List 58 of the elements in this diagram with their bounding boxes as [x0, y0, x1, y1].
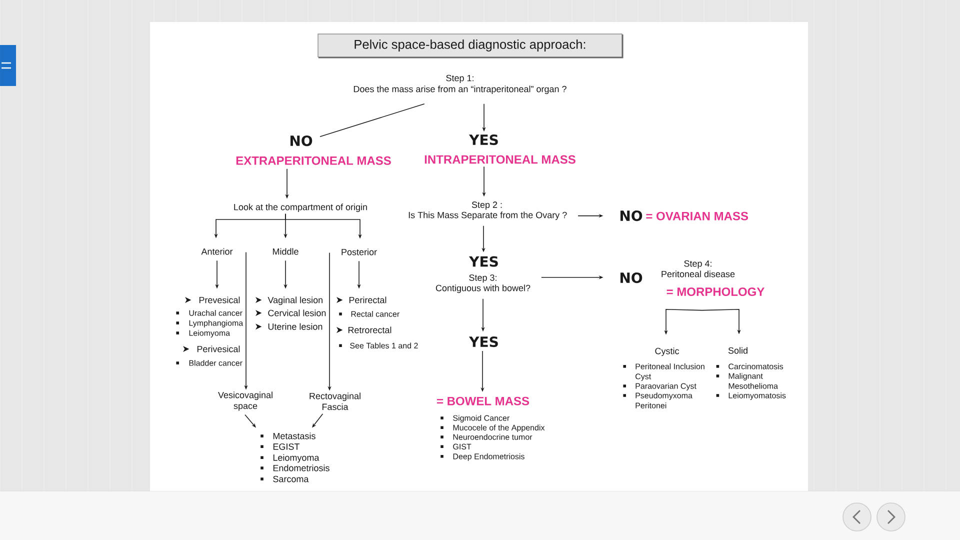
compartment-label: Posterior	[342, 248, 377, 256]
list-item: Leiomyomatosis	[728, 392, 786, 400]
step-heading: Step 3:	[469, 274, 496, 283]
step-heading: Step 4:	[684, 260, 712, 268]
list-item: Vaginal lesion	[268, 296, 322, 305]
list-item: Deep Endometriosis	[453, 453, 524, 461]
list-item: Uterine lesion	[268, 323, 322, 330]
connector-line	[320, 104, 425, 137]
result-label: EXTRAPERITONEAL MASS	[236, 156, 391, 165]
list-item: Urachal cancer	[189, 310, 242, 316]
step-heading: Step 1:	[446, 74, 474, 84]
answer-label: YES	[468, 134, 498, 146]
space-label: Rectovaginal Fascia	[310, 392, 360, 410]
title-box: Pelvic space-based diagnostic approach:	[318, 34, 624, 58]
space-label: Perirectal	[349, 296, 386, 304]
question-text: Does the mass arise from an “intraperitoneal” organ ?	[354, 86, 566, 94]
list-item: Sarcoma	[273, 476, 309, 482]
answer-label: NO	[290, 136, 312, 146]
question-text: Is This Mass Separate from the Ovary ?	[408, 212, 567, 220]
list-item: Bladder cancer	[189, 360, 242, 366]
result-label: = MORPHOLOGY	[666, 288, 764, 296]
result-label: INTRAPERITONEAL MASS	[424, 155, 576, 164]
list-item: Endometriosis	[273, 464, 330, 472]
list-item: Carcinomatosis	[728, 363, 784, 370]
answer-label: NO	[620, 272, 642, 284]
list-item: Cervical lesion	[268, 310, 326, 316]
list-item: Pseudomyxoma Peritonei	[636, 392, 692, 408]
list-item: Lymphangioma	[189, 320, 244, 328]
list-item: Rectal cancer	[351, 311, 400, 317]
list-item: Paraovarian Cyst	[636, 383, 696, 390]
list-item: Sigmoid Cancer	[453, 415, 510, 422]
answer-label: YES	[468, 256, 498, 267]
question-text: Contiguous with bowel?	[436, 284, 530, 293]
list-item: GIST	[453, 444, 472, 450]
list-item: Leiomyoma	[189, 330, 230, 338]
category-label: Cystic	[655, 348, 680, 356]
step-heading: Step 2 :	[472, 202, 502, 210]
answer-label: NO	[620, 210, 642, 222]
list-item: Mucocele of the Appendix	[453, 424, 545, 432]
list-item: Neuroendocrine tumor	[453, 434, 532, 440]
answer-label: YES	[468, 336, 498, 348]
note-text: See Tables 1 and 2	[350, 342, 418, 348]
compartment-label: Middle	[273, 248, 298, 255]
space-label: Prevesical	[199, 296, 240, 304]
list-item: Malignant Mesothelioma	[728, 373, 778, 389]
subheading-text: Peritoneal disease	[662, 270, 735, 278]
list-item: Metastasis	[273, 432, 316, 440]
list-item: Leiomyoma	[273, 454, 320, 463]
list-item: Peritoneal Inclusion Cyst	[636, 363, 704, 381]
space-label: Perivesical	[197, 346, 240, 352]
list-item: EGIST	[273, 443, 300, 450]
compartment-label: Anterior	[201, 248, 233, 255]
instruction-text: Look at the compartment of origin	[234, 204, 367, 212]
space-label: Vesicovaginal space	[218, 392, 272, 411]
category-label: Solid	[728, 347, 748, 354]
result-label: = BOWEL MASS	[437, 396, 530, 406]
space-label: Retrorectal	[348, 326, 392, 334]
result-label: = OVARIAN MASS	[646, 212, 748, 220]
